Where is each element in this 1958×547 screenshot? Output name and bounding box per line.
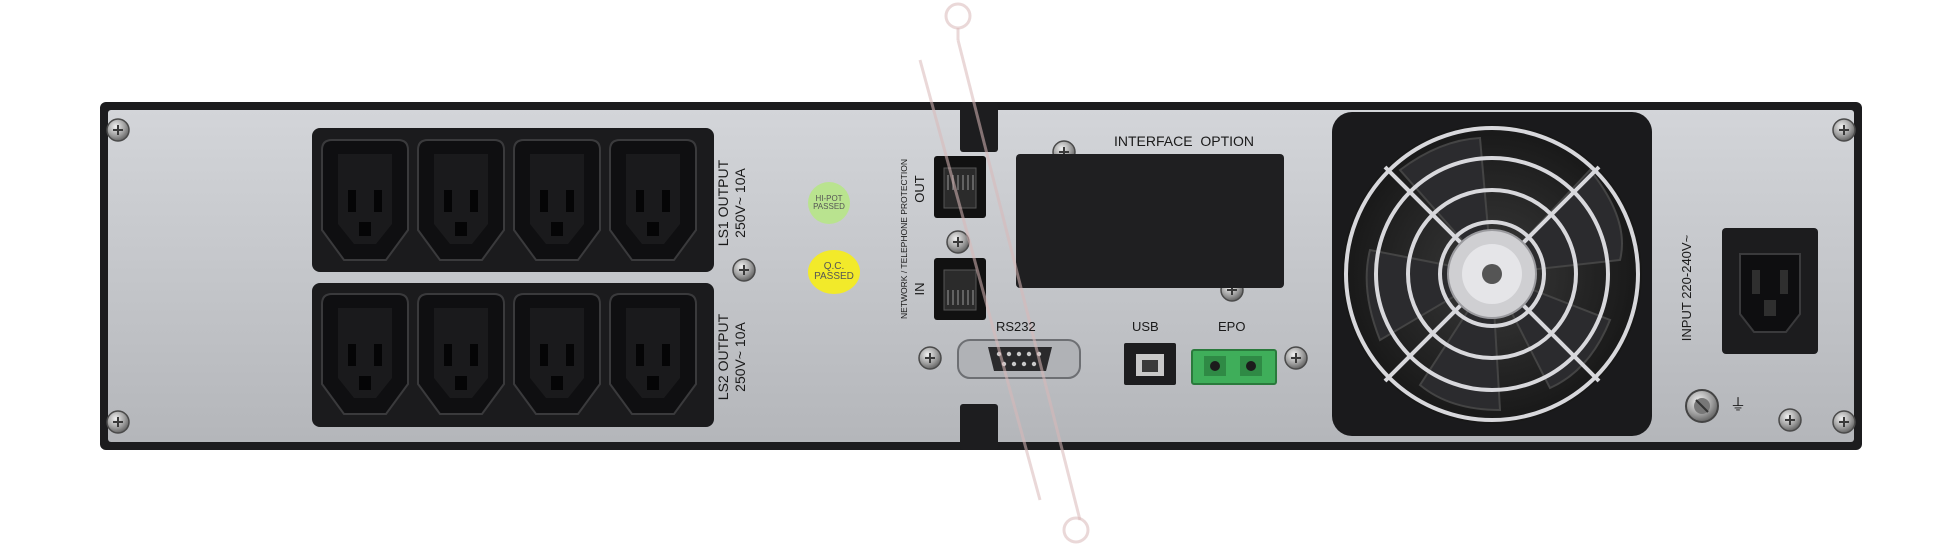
ls1-output-line2: 250V~ 10A xyxy=(732,168,748,238)
epo-connector[interactable] xyxy=(1191,349,1277,385)
screw-4 xyxy=(1832,410,1856,434)
input-voltage-label: INPUT 220-240V~ xyxy=(1679,234,1694,342)
usb-label: USB xyxy=(1132,319,1159,334)
usb-port[interactable] xyxy=(1124,343,1176,385)
hipot-line2: PASSED xyxy=(813,202,845,211)
ls1-output-line1: LS1 OUTPUT xyxy=(715,159,731,247)
watermark xyxy=(918,2,1090,544)
screw-16 xyxy=(1778,408,1802,432)
hipot-line1: HI-POT xyxy=(815,193,843,203)
network-out-jack[interactable] xyxy=(934,156,986,218)
outlet-socket-ls2-4[interactable] xyxy=(609,293,697,415)
outlet-socket-ls2-1[interactable] xyxy=(321,293,409,415)
ls1-output-label: LS1 OUTPUT 250V~ 10A xyxy=(715,138,750,268)
bottom-rack-clip xyxy=(960,404,998,450)
outlet-socket-ls1-2[interactable] xyxy=(417,139,505,261)
network-in-label: IN xyxy=(912,282,927,296)
outlet-socket-ls1-1[interactable] xyxy=(321,139,409,261)
ls2-output-line1: LS2 OUTPUT xyxy=(715,313,731,401)
network-in-jack[interactable] xyxy=(934,258,986,320)
ground-symbol: ⏚ xyxy=(1730,397,1747,414)
interface-option-title: INTERFACE OPTION xyxy=(1114,133,1255,149)
screw-11 xyxy=(1284,346,1308,370)
qc-line2: PASSED xyxy=(814,271,854,282)
qc-line1: Q.C. xyxy=(823,260,845,272)
screw-10 xyxy=(918,346,942,370)
ground-terminal[interactable] xyxy=(1685,389,1719,423)
hipot-passed-sticker: HI-POT PASSED xyxy=(808,182,850,224)
screw-2 xyxy=(106,410,130,434)
screw-17 xyxy=(732,258,756,282)
outlet-socket-ls2-3[interactable] xyxy=(513,293,601,415)
outlet-socket-ls1-4[interactable] xyxy=(609,139,697,261)
rs232-label: RS232 xyxy=(996,319,1036,334)
ls2-output-label: LS2 OUTPUT 250V~ 10A xyxy=(715,292,750,422)
outlet-socket-ls2-2[interactable] xyxy=(417,293,505,415)
qc-passed-sticker: Q.C. PASSED xyxy=(808,250,860,294)
screw-3 xyxy=(1832,118,1856,142)
screw-1 xyxy=(106,118,130,142)
outlet-socket-ls1-3[interactable] xyxy=(513,139,601,261)
network-protection-label: NETWORK / TELEPHONE PROTECTION xyxy=(899,159,909,319)
epo-label: EPO xyxy=(1218,319,1246,334)
rs232-port[interactable] xyxy=(957,339,1081,379)
network-out-label: OUT xyxy=(912,175,927,203)
screw-9 xyxy=(946,230,970,254)
ac-input-inlet[interactable] xyxy=(1722,228,1818,354)
fan-grille xyxy=(1332,112,1652,436)
ls2-output-line2: 250V~ 10A xyxy=(732,322,748,392)
interface-option-cover[interactable] xyxy=(1016,154,1284,288)
